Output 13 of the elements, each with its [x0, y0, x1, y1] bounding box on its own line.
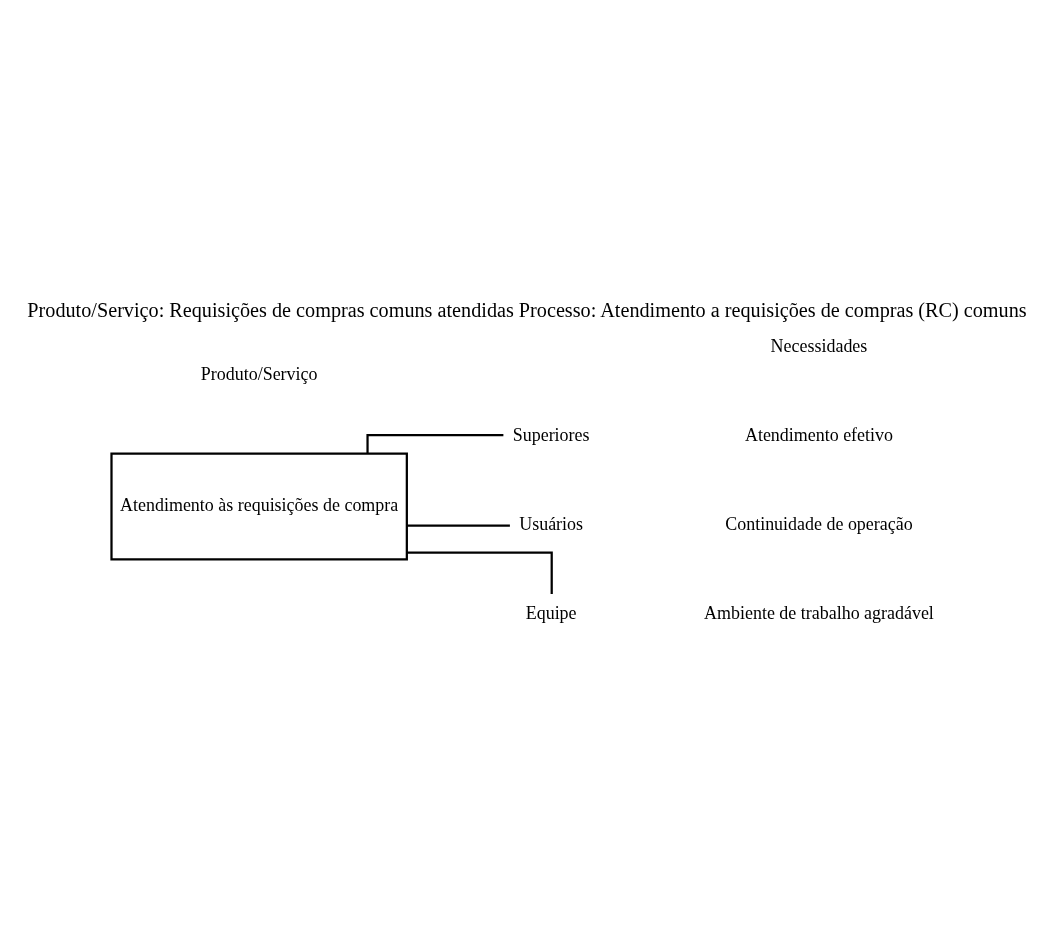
connector [406, 524, 510, 527]
label: Ambiente de trabalho agradável [704, 602, 934, 623]
node-text: Equipe [525, 602, 577, 623]
node-text: Superiores [512, 425, 590, 446]
node-text: Usuários [519, 513, 584, 534]
label: Continuidade de operação [725, 513, 913, 534]
diagram-title: Produto/Serviço: Requisições de compras comuns atendidas Processo: Atendimento a requisições de compras (RC) comuns [27, 299, 1027, 322]
label: Necessidades [770, 336, 868, 357]
node-box: Atendimento às requisições de compra [110, 452, 408, 561]
label: Produto/Serviço [200, 364, 318, 385]
label: Atendimento efetivo [744, 425, 894, 446]
connector [407, 551, 553, 595]
connector [366, 434, 504, 454]
